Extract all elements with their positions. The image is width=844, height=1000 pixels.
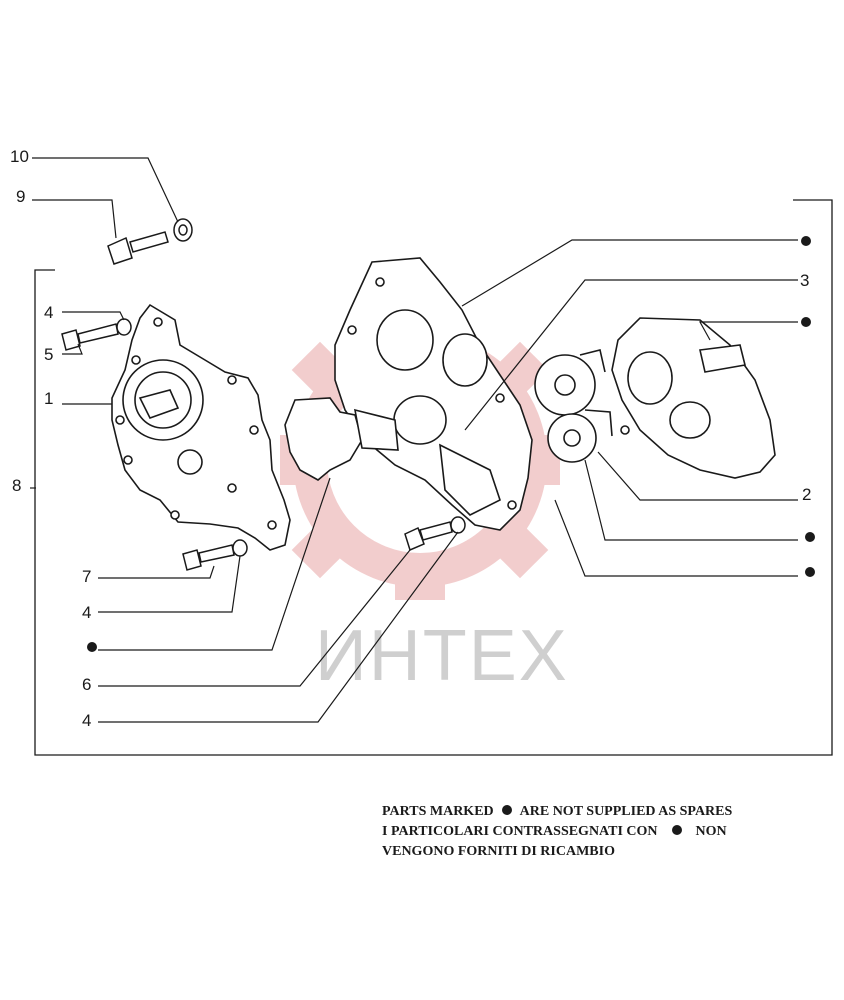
legend-dot-icon xyxy=(501,805,512,815)
callout-dot-gear-bottom xyxy=(805,567,815,577)
spares-legend: PARTS MARKED ARE NOT SUPPLIED AS SPARES I… xyxy=(382,802,822,862)
legend-line-1-end: ARE NOT SUPPLIED AS SPARES xyxy=(519,804,733,819)
callout-dots xyxy=(87,236,815,652)
callout-7: 7 xyxy=(82,567,91,586)
callout-5: 5 xyxy=(44,345,53,364)
callout-dot-cover xyxy=(801,317,811,327)
callout-2: 2 xyxy=(802,485,811,504)
legend-line-2-end: NON xyxy=(695,824,727,839)
callout-8: 8 xyxy=(12,476,21,495)
mounting-plate-assembly xyxy=(111,303,291,551)
callout-1: 1 xyxy=(44,389,53,408)
callout-4-top: 4 xyxy=(44,303,53,322)
bolt-5 xyxy=(61,323,119,351)
bracket-group-8 xyxy=(34,199,833,756)
washer-10 xyxy=(173,218,193,242)
washer-4-top xyxy=(116,318,132,336)
pump-body-housing xyxy=(334,257,533,531)
bolt-7 xyxy=(182,544,235,571)
callout-dot-top-right xyxy=(801,236,811,246)
callout-6: 6 xyxy=(82,675,91,694)
legend-line-1: PARTS MARKED ARE NOT SUPPLIED AS SPARES xyxy=(382,802,822,822)
legend-line-2: I PARTICOLARI CONTRASSEGNATI CON NON xyxy=(382,822,822,842)
callout-dot-gear-lower xyxy=(805,532,815,542)
bolt-9 xyxy=(107,231,169,265)
bolt-body xyxy=(404,516,466,552)
legend-dot-icon xyxy=(671,825,682,835)
legend-line-2-start: I PARTICOLARI CONTRASSEGNATI CON xyxy=(382,824,658,839)
callout-10: 10 xyxy=(10,147,29,166)
leader-lines xyxy=(30,157,798,723)
legend-line-1-start: PARTS MARKED xyxy=(382,804,494,819)
washer-4-lower xyxy=(232,539,248,557)
spur-gears xyxy=(534,349,613,463)
legend-line-3: VENGONO FORNITI DI RICAMBIO xyxy=(382,844,615,859)
watermark-text: ИНТЕХ xyxy=(315,616,569,696)
callout-9: 9 xyxy=(16,187,25,206)
drive-gear xyxy=(284,397,399,481)
callout-4-mid: 4 xyxy=(82,603,91,622)
callout-dot-left xyxy=(87,642,97,652)
callout-4-bottom: 4 xyxy=(82,711,91,730)
pump-cover xyxy=(611,317,776,479)
callout-3: 3 xyxy=(800,271,809,290)
